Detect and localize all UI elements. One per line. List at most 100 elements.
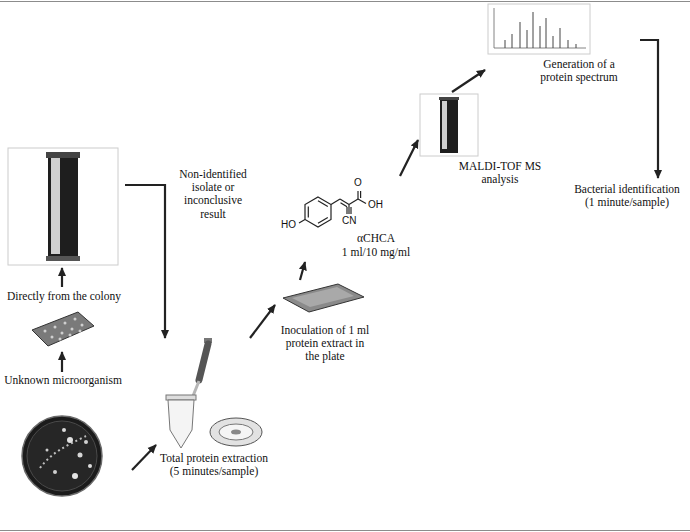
ring-double-bond <box>318 201 328 207</box>
ring-double-bond <box>318 218 328 224</box>
bottom-rule <box>0 530 690 531</box>
flow-arrow <box>300 262 305 280</box>
photo-frame <box>488 4 590 54</box>
centrifuge-rotor <box>210 418 262 446</box>
colony <box>78 453 83 458</box>
maldi-instrument <box>8 148 118 265</box>
step-node: Inoculation of 1 ml protein extract in t… <box>275 280 378 372</box>
plate-spot <box>61 332 64 335</box>
flow-arrow <box>640 40 658 178</box>
mass-spectrum <box>488 4 590 54</box>
spectrum-peaks <box>505 12 576 48</box>
instrument-panel <box>442 101 447 149</box>
petri-dish <box>22 416 102 496</box>
step-caption: Bacterial identification (1 minute/sampl… <box>572 183 682 209</box>
pipette <box>193 338 212 396</box>
maldi-slide <box>283 284 364 312</box>
instrument-cap <box>46 152 80 158</box>
plate-spot <box>59 338 62 341</box>
plate-spot <box>64 322 67 325</box>
colony <box>67 437 73 443</box>
rotor-inner <box>219 424 253 440</box>
flow-arrow <box>452 70 485 92</box>
instrument-cap <box>439 97 459 100</box>
tube-cap <box>166 395 196 400</box>
step-node: Unknown microorganism <box>2 372 132 502</box>
step-caption: 1 ml/10 mg/ml <box>342 246 410 259</box>
spectrum-axes <box>494 8 586 48</box>
plate-body <box>32 312 94 346</box>
plate-spot <box>79 330 82 333</box>
pipette-tip <box>193 381 199 396</box>
step-caption: Unknown microorganism <box>4 374 122 387</box>
dish-agar <box>27 421 97 491</box>
step-node: Generation of a protein spectrum <box>485 3 640 88</box>
plate-spot <box>81 324 84 327</box>
instrument-panel <box>51 158 60 254</box>
plate-spot <box>44 330 47 333</box>
rotor-hub <box>231 430 241 435</box>
plate-spot <box>74 318 77 321</box>
flow-arrow <box>125 185 165 338</box>
colony <box>72 473 78 479</box>
plate-spot <box>54 326 57 329</box>
atom-label: CN <box>342 215 356 227</box>
plate-spot <box>69 334 72 337</box>
step-node: MALDI-TOF MS analysis <box>418 92 550 192</box>
photo-frame <box>420 94 478 156</box>
step-caption: Generation of a protein spectrum <box>533 58 625 84</box>
flow-arrow <box>400 140 418 176</box>
tube-body <box>168 400 194 448</box>
slide-body <box>283 284 364 312</box>
dish-rim <box>22 416 102 496</box>
step-node: Directly from the colony <box>3 146 125 352</box>
plate-spot <box>51 336 54 339</box>
step-caption: MALDI-TOF MS analysis <box>453 160 548 186</box>
triple-bond <box>346 207 347 214</box>
pipette-body <box>199 344 208 380</box>
flow-arrow <box>250 305 275 338</box>
step-node: Total protein extraction (5 minutes/samp… <box>156 338 273 490</box>
step-node: Bacterial identification (1 minute/sampl… <box>570 178 684 216</box>
triple-bond <box>348 205 349 215</box>
atom-label: O <box>354 177 362 189</box>
triple-bond <box>350 207 351 214</box>
bond <box>358 199 366 204</box>
benzene-ring <box>305 197 331 227</box>
bond <box>357 191 358 199</box>
target-plate <box>32 312 94 346</box>
rotor-outer <box>210 418 262 446</box>
top-rule <box>0 1 690 2</box>
instrument-base <box>46 256 80 261</box>
colony-streak <box>40 436 86 468</box>
atom-label: HO <box>281 219 296 231</box>
instrument-body <box>440 97 458 153</box>
step-caption: Directly from the colony <box>7 290 121 303</box>
step-caption: αCHCA <box>357 232 395 245</box>
colony <box>46 449 49 452</box>
instrument-body <box>48 152 78 260</box>
colony <box>53 470 57 474</box>
chemical-structure <box>299 191 366 227</box>
bond <box>299 220 305 224</box>
bond <box>349 199 358 205</box>
double-bond <box>360 191 361 198</box>
step-caption: Total protein extraction (5 minutes/samp… <box>157 452 271 478</box>
eppendorf-tube <box>166 395 196 448</box>
atom-label: OH <box>368 199 383 211</box>
colony <box>84 440 88 444</box>
step-caption: Inoculation of 1 ml protein extract in t… <box>278 324 372 364</box>
bond <box>331 199 340 205</box>
flow-arrow <box>61 268 63 287</box>
colony <box>88 464 92 468</box>
slide-face <box>292 287 354 307</box>
edge-label: Non-identified isolate or inconclusive r… <box>177 168 249 221</box>
flow-arrow <box>61 352 63 372</box>
ring-double-bond <box>308 206 309 217</box>
maldi-instrument <box>420 94 478 156</box>
flow-arrow <box>132 445 156 470</box>
colony <box>62 428 66 432</box>
